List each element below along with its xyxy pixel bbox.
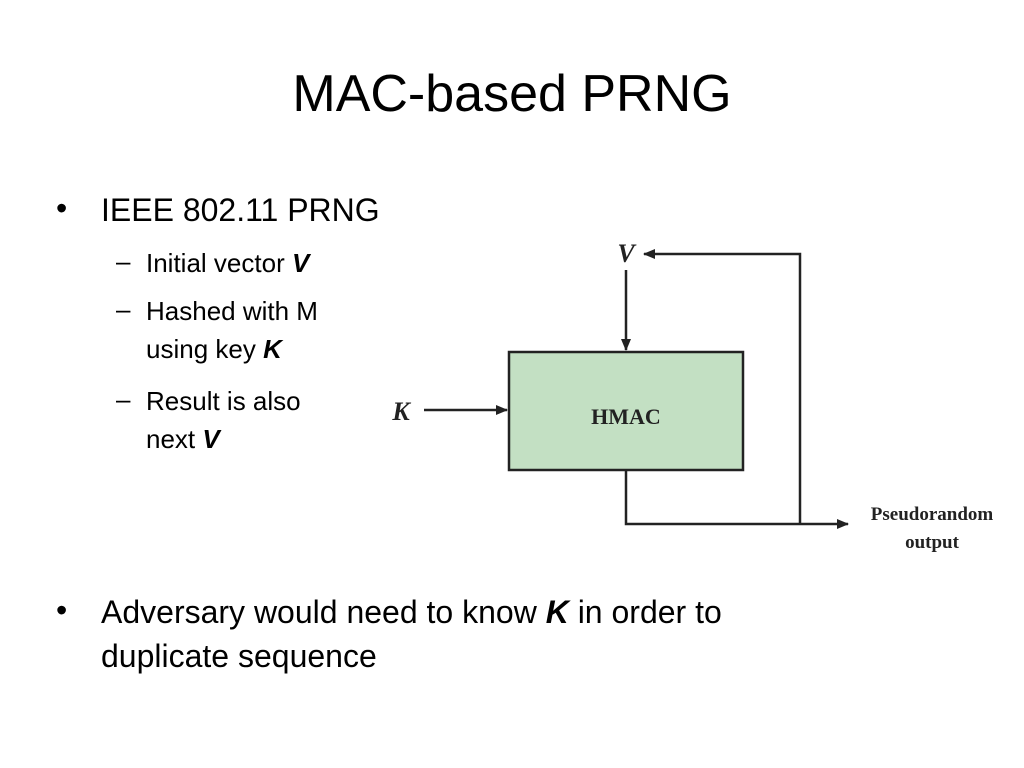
sub-bullet-dash: – (116, 246, 131, 276)
sub-bullet-initial-vector: Initial vector V (146, 244, 309, 282)
bullet-text: Adversary would need to know (101, 594, 546, 630)
output-label-line1: Pseudorandom (871, 504, 994, 525)
sub-bullet-dash: – (116, 384, 131, 414)
bullet-line: Adversary would need to know K in order … (101, 590, 722, 634)
sub-bullet-text: next (146, 424, 203, 454)
bullet-dot: • (56, 592, 68, 628)
sub-bullet-line: Hashed with M (146, 296, 318, 326)
hmac-box (507, 350, 745, 472)
slide-title: MAC-based PRNG (292, 65, 732, 123)
sub-bullet-text: using key (146, 334, 264, 364)
variable-v: V (291, 248, 310, 278)
output-label-line2: output (905, 532, 960, 553)
sub-bullet-line: using key K (146, 330, 318, 368)
sub-bullet-result: Result is also next V (146, 382, 301, 458)
diagram-label-k: K (391, 397, 411, 426)
bullet-adversary: Adversary would need to know K in order … (101, 590, 722, 678)
sub-bullet-dash: – (116, 294, 131, 324)
feedback-loop (643, 249, 802, 524)
sub-bullet-line: next V (146, 420, 301, 458)
output-path (624, 470, 849, 529)
bullet-line: duplicate sequence (101, 638, 377, 674)
hmac-label: HMAC (591, 404, 661, 429)
sub-bullet-hashed: Hashed with M using key K (146, 292, 318, 368)
bullet-ieee-prng: IEEE 802.11 PRNG (101, 192, 380, 228)
bullet-text: in order to (568, 594, 722, 630)
sub-bullet-line: Result is also (146, 386, 301, 416)
variable-k: K (545, 594, 569, 630)
variable-k: K (263, 334, 282, 364)
variable-v: V (202, 424, 220, 454)
diagram-label-v: V (617, 239, 637, 268)
bullet-dot: • (56, 190, 68, 226)
sub-bullet-text: Initial vector (146, 248, 292, 278)
